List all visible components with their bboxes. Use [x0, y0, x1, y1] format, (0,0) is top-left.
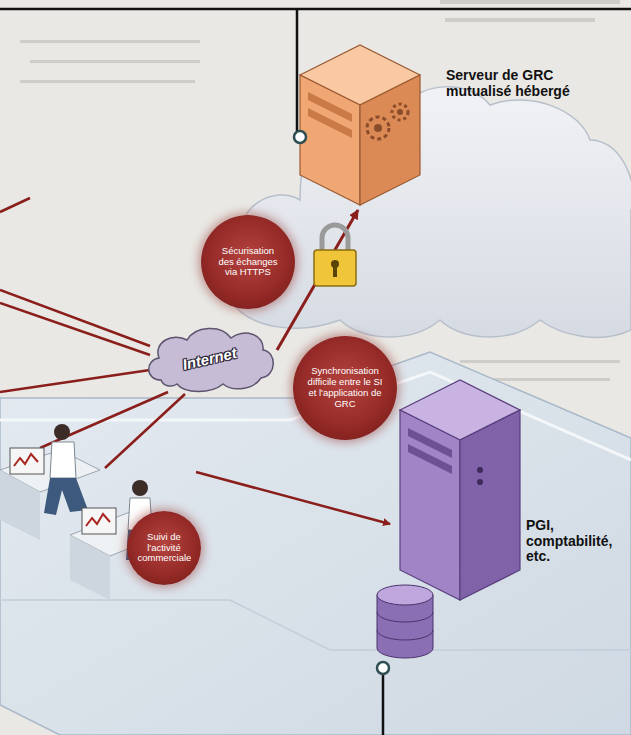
server-label: Serveur de GRC mutualisé hébergé [446, 68, 596, 99]
callout-text: Suivi de l'activité commerciale [138, 532, 191, 565]
server-node: PGI, comptabilité, etc. [398, 378, 628, 604]
server-illustration [294, 45, 420, 205]
internet-cloud: Internet [143, 322, 277, 394]
cloud-label: Internet [143, 322, 277, 394]
lock-icon [314, 225, 356, 286]
server-label: PGI, comptabilité, etc. [526, 518, 624, 565]
callout-text: Sécurisation des échanges via HTTPS [214, 246, 282, 279]
server-node: Serveur de GRC mutualisé hébergé [298, 38, 616, 210]
callout-bubble: Synchronisation difficile entre le SI et… [293, 336, 397, 440]
server-illustration [377, 380, 520, 735]
callout-bubble: Suivi de l'activité commerciale [127, 511, 201, 585]
callout-text: Synchronisation difficile entre le SI et… [308, 366, 383, 410]
callout-bubble: Sécurisation des échanges via HTTPS [201, 215, 295, 309]
